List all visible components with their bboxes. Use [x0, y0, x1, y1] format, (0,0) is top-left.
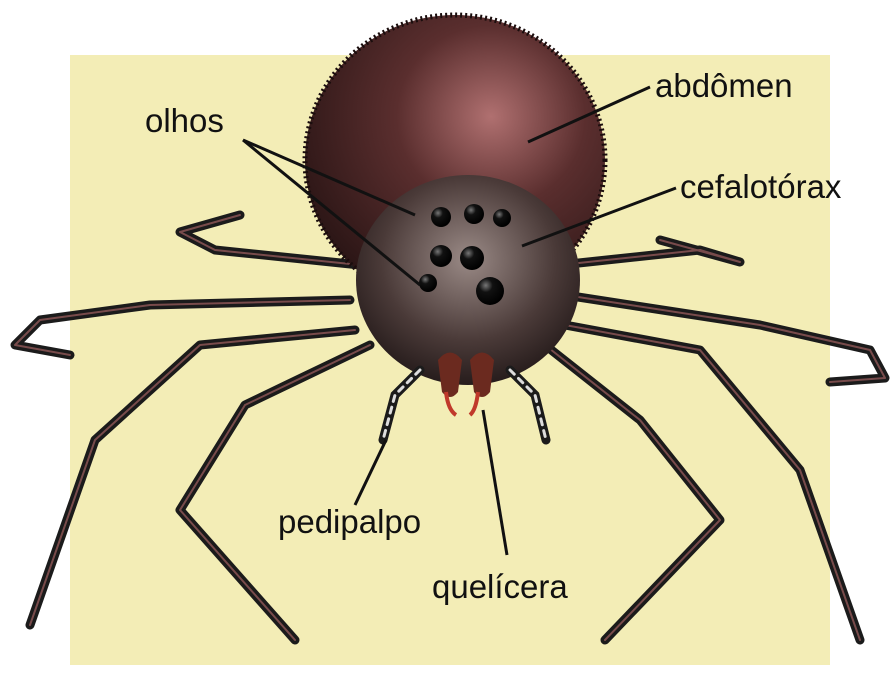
eye — [476, 277, 504, 305]
eye — [460, 246, 484, 270]
eye — [464, 204, 484, 224]
eye — [431, 207, 451, 227]
label-abdomen: abdômen — [655, 67, 793, 104]
label-cefalotorax: cefalotórax — [680, 168, 842, 205]
eye — [430, 245, 452, 267]
label-quelicera: quelícera — [432, 568, 568, 605]
eye — [419, 274, 437, 292]
label-pedipalpo: pedipalpo — [278, 503, 421, 540]
label-olhos: olhos — [145, 102, 224, 139]
eye — [493, 209, 511, 227]
